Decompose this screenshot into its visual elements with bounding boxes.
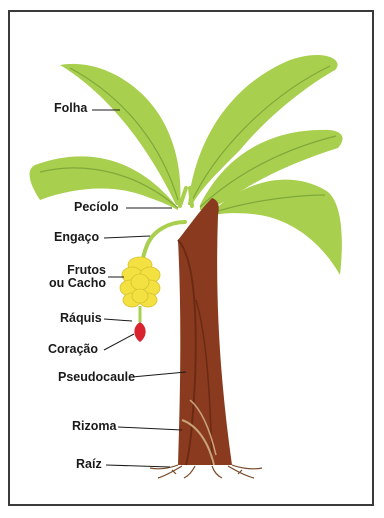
label-engaco: Engaço: [54, 231, 99, 244]
label-pseudocaule: Pseudocaule: [58, 371, 135, 384]
label-coracao: Coração: [48, 343, 98, 356]
leaf-top-right: [188, 55, 338, 205]
label-folha: Folha: [54, 102, 87, 115]
fruit-bunch: [120, 257, 160, 307]
label-rizoma: Rizoma: [72, 420, 116, 433]
label-frutos-line2: ou Cacho: [44, 277, 106, 290]
petioles: [180, 188, 192, 206]
label-peciolo: Pecíolo: [74, 201, 118, 214]
pseudostem: [178, 198, 232, 465]
label-raquis: Ráquis: [60, 312, 102, 325]
banana-heart: [134, 322, 145, 342]
label-raiz: Raíz: [76, 458, 102, 471]
